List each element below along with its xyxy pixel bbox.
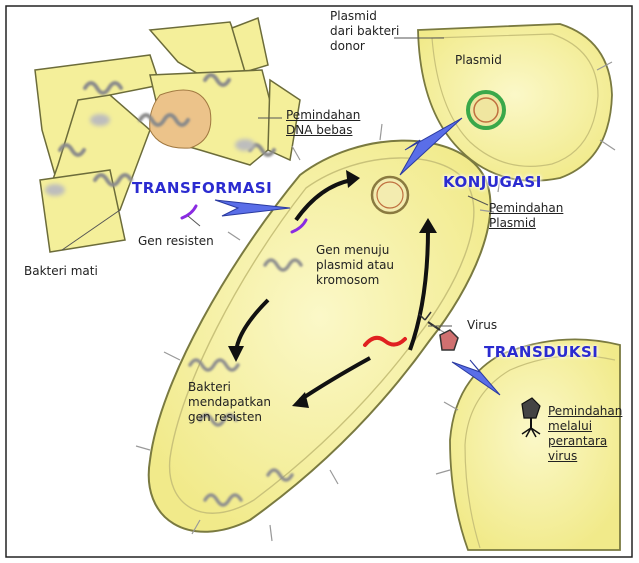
label-resistance-gene: Gen resisten <box>138 234 214 249</box>
process-transformation: TRANSFORMASI <box>132 179 272 197</box>
dead-cell-nucleoid <box>150 90 211 148</box>
label-dead-bacteria: Bakteri mati <box>24 264 98 279</box>
label-plasmid: Plasmid <box>455 53 502 68</box>
label-plasmid-transfer: Pemindahan Plasmid <box>489 201 563 231</box>
process-transduction: TRANSDUKSI <box>484 343 598 361</box>
label-plasmid-donor: Plasmid dari bakteri donor <box>330 9 399 54</box>
process-conjugation: KONJUGASI <box>443 173 542 191</box>
label-virus-mediated-transfer: Pemindahan melalui perantara virus <box>548 404 622 464</box>
label-free-dna-transfer: Pemindahan DNA bebas <box>286 108 360 138</box>
label-virus: Virus <box>467 318 497 333</box>
label-gene-destination: Gen menuju plasmid atau kromosom <box>316 243 394 288</box>
label-bacteria-acquires: Bakteri mendapatkan gen resisten <box>188 380 271 425</box>
